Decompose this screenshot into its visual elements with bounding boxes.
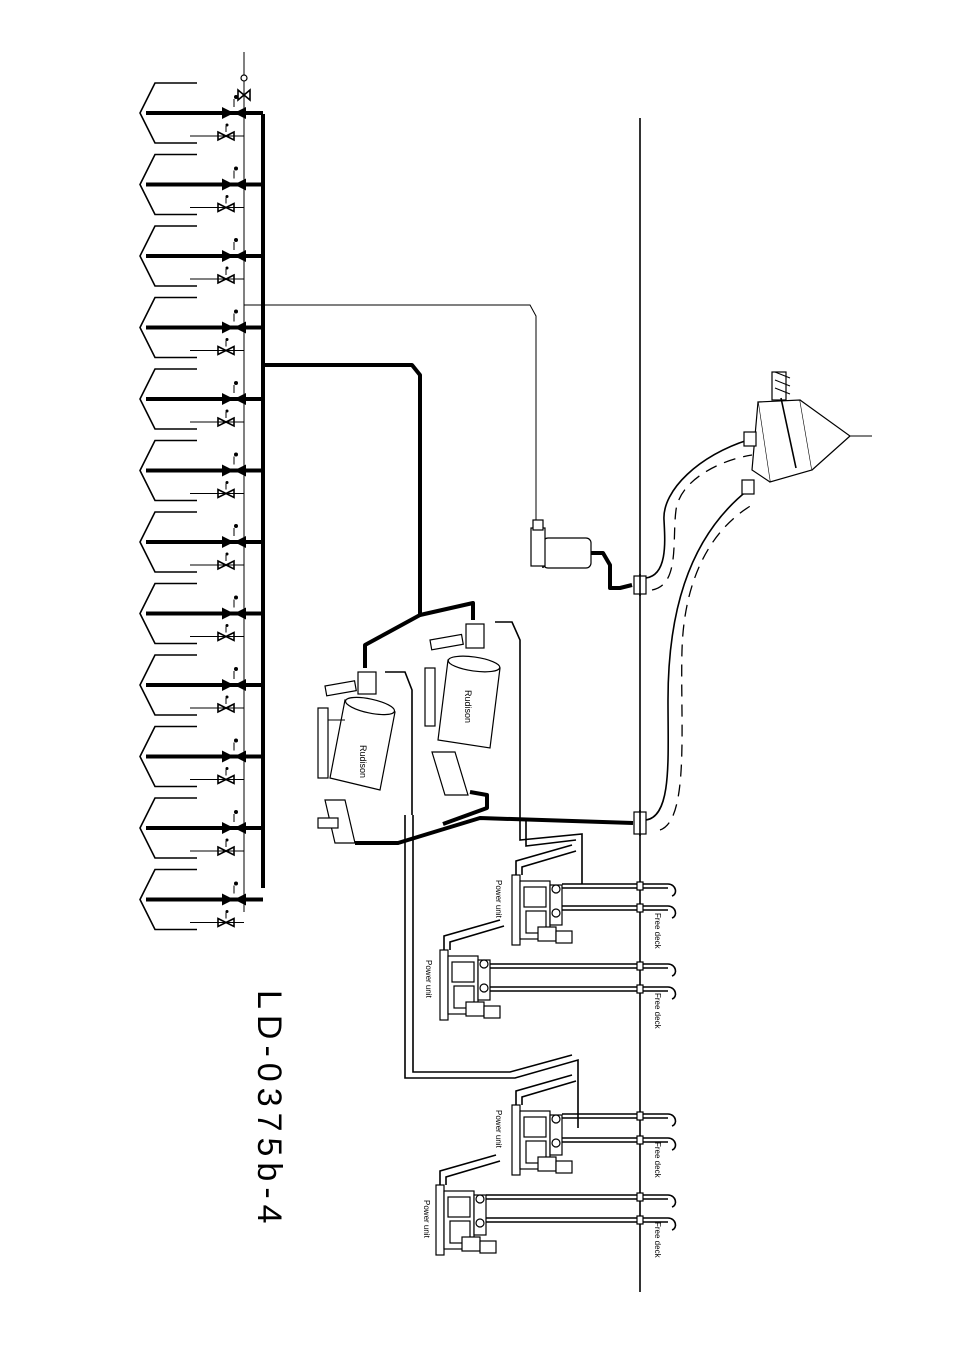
drain-valve — [217, 631, 235, 642]
free-deck-label: Free deck — [653, 993, 662, 1030]
valve — [222, 536, 246, 548]
drain-valve — [217, 416, 235, 428]
power-unit-label: Power unit — [494, 1110, 503, 1149]
drain-valve — [217, 488, 235, 499]
valve — [222, 107, 246, 119]
separator-right-label: Rudison — [463, 690, 473, 723]
valve — [222, 750, 246, 763]
drain-valve — [217, 559, 235, 571]
deck-flange-bottom — [633, 810, 647, 836]
separator-left-label: Rudison — [358, 745, 368, 778]
drawing-number: LD-0375b-4 — [250, 990, 288, 1230]
tank — [139, 368, 263, 430]
suction-pipe-upper-b — [412, 815, 573, 1073]
separator-right: Rudison — [424, 623, 501, 796]
return-line-b — [442, 790, 489, 826]
power-unit-label: Power unit — [494, 880, 503, 919]
feed-line-2 — [419, 601, 475, 620]
drain-valve — [217, 702, 235, 714]
free-deck-label: Free deck — [653, 1142, 662, 1179]
suction-pipe-lower — [519, 820, 583, 884]
valve — [222, 607, 246, 620]
tank — [139, 654, 263, 716]
suction-pipe-lower-b — [525, 820, 577, 847]
return-line — [355, 816, 634, 845]
valve — [222, 464, 246, 477]
signal-line — [244, 304, 537, 530]
drain-valve — [217, 345, 235, 356]
tank — [139, 439, 263, 502]
tank — [139, 582, 263, 645]
tank — [139, 725, 263, 788]
tank — [139, 797, 263, 859]
tank — [139, 153, 263, 216]
power-unit-label: Power unit — [424, 960, 433, 999]
separator-right-pipe — [495, 621, 521, 820]
valve — [222, 893, 246, 906]
valve — [222, 393, 246, 405]
drain-valve — [217, 845, 235, 857]
upper-hose-b — [651, 454, 753, 591]
free-deck-label: Free deck — [653, 913, 662, 950]
separator-left-pipe — [385, 671, 413, 815]
drain-valve — [217, 273, 235, 285]
valve — [222, 178, 246, 191]
power-unit-label: Power unit — [422, 1200, 431, 1239]
free-deck-label: Free deck — [653, 1222, 662, 1259]
feed-line — [263, 363, 422, 668]
suction-pipe-upper — [404, 815, 579, 1128]
tank — [139, 225, 263, 287]
tank — [139, 868, 263, 931]
tank-group — [139, 82, 263, 931]
tank — [139, 82, 263, 144]
discharge-hopper — [741, 371, 872, 495]
pressure-vessel — [530, 510, 633, 590]
deck-flange-top — [633, 574, 647, 596]
drain-valve — [217, 202, 235, 213]
drain-valve — [217, 774, 235, 785]
valve — [222, 321, 246, 334]
drain-valve — [217, 130, 235, 142]
valve — [222, 822, 246, 834]
valve — [222, 679, 246, 691]
separator-left: Rudison — [317, 671, 396, 844]
upper-hose — [645, 439, 749, 579]
valve — [222, 250, 246, 262]
tank — [139, 511, 263, 573]
tank — [139, 296, 263, 359]
lower-hose — [645, 489, 749, 821]
lower-hose-b — [659, 504, 753, 831]
vent-valve — [237, 74, 251, 102]
drain-valve — [217, 917, 235, 928]
